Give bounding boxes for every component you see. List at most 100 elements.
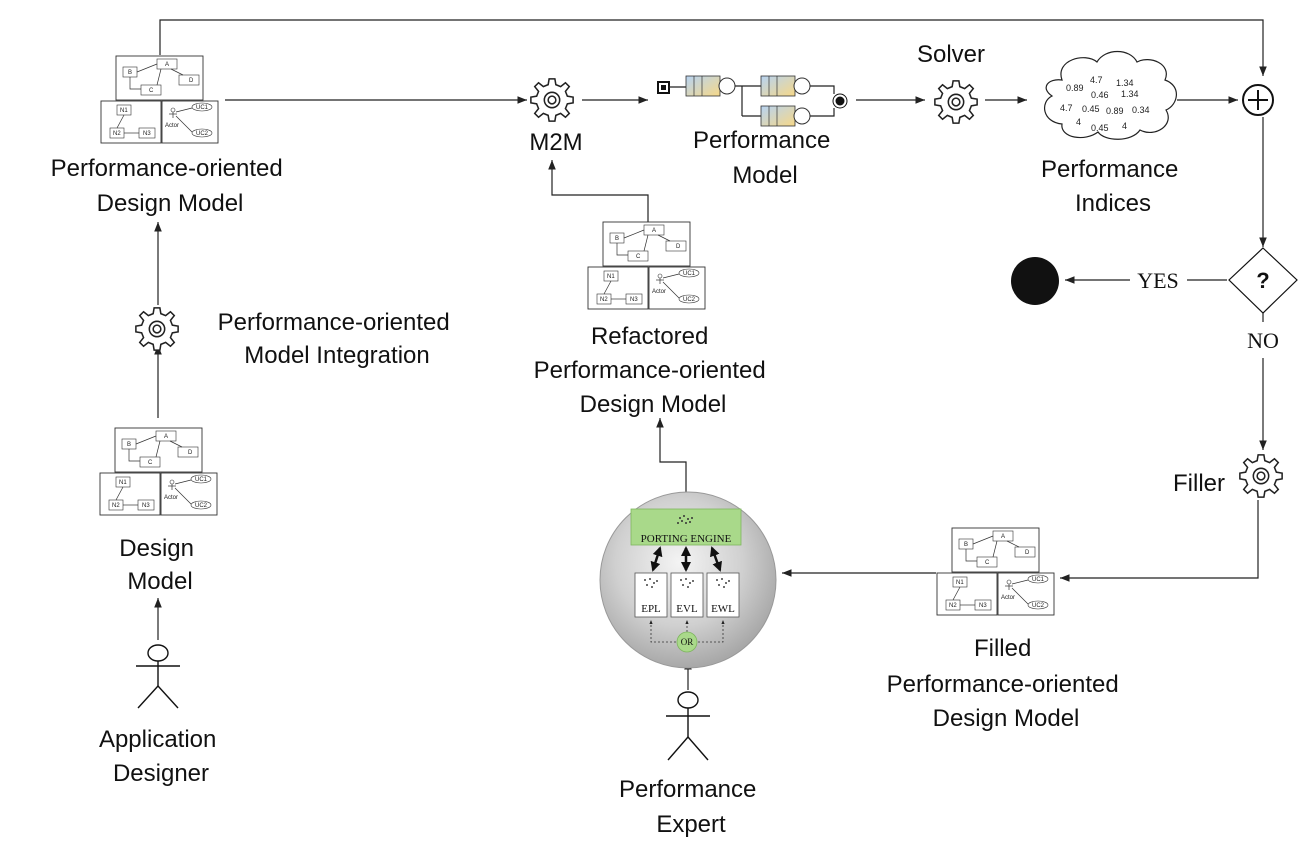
svg-text:0.89: 0.89: [1106, 106, 1124, 116]
svg-text:B: B: [964, 542, 968, 548]
uml-mini-model: B A C D N1 N2 N3 Actor UC1: [99, 427, 218, 516]
perf-expert-label: Performance Expert: [619, 776, 763, 838]
filler-label: Filler: [1173, 470, 1225, 497]
svg-text:D: D: [676, 244, 681, 250]
uml-mini-model: B A C D N1 N2 N3 Actor UC1: [936, 527, 1055, 616]
end-node: [1011, 257, 1059, 305]
svg-text:B: B: [127, 442, 131, 448]
svg-text:D: D: [1025, 550, 1030, 556]
arrow-to-refactored: [656, 418, 687, 496]
epl-label: EPL: [641, 603, 661, 615]
svg-text:N3: N3: [143, 131, 151, 137]
performance-indices-label: Performance Indices: [1041, 156, 1185, 217]
no-label: NO: [1247, 328, 1279, 353]
svg-text:C: C: [149, 88, 154, 94]
perf-design-model-label: Performance-oriented Design Model: [51, 155, 290, 217]
solver-gear-icon: [934, 80, 978, 124]
svg-text:UC1: UC1: [683, 271, 696, 277]
solver-label: Solver: [917, 41, 985, 68]
uml-mini-model: B A C D N1 N2 N3 Actor UC1: [100, 55, 219, 144]
m2m-gear-icon: [530, 78, 574, 122]
performance-indices-cloud: 0.89 4.7 1.34 0.46 1.34 4.7 0.45 0.89 0.…: [1044, 50, 1177, 140]
svg-text:A: A: [164, 434, 168, 440]
engine-title: PORTING ENGINE: [641, 533, 732, 545]
svg-text:Actor: Actor: [652, 289, 666, 295]
arrow-to-filled-model: [1060, 500, 1259, 582]
svg-text:4.7: 4.7: [1090, 75, 1103, 85]
decision-diamond: ?: [1228, 247, 1298, 314]
svg-text:N1: N1: [119, 480, 127, 486]
svg-text:UC2: UC2: [196, 131, 209, 137]
refactored-model-label: Refactored Performance-oriented Design M…: [534, 323, 773, 418]
model-integration-label: Performance-oriented Model Integration: [218, 309, 457, 369]
svg-text:1.34: 1.34: [1121, 89, 1139, 99]
svg-text:N3: N3: [142, 503, 150, 509]
svg-text:0.46: 0.46: [1091, 90, 1109, 100]
or-label: OR: [681, 637, 694, 647]
svg-text:B: B: [615, 236, 619, 242]
svg-text:1.34: 1.34: [1116, 78, 1134, 88]
svg-text:0.45: 0.45: [1091, 123, 1109, 133]
svg-text:D: D: [189, 78, 194, 84]
evl-cluster-icon: [680, 578, 694, 588]
evl-label: EVL: [676, 603, 698, 615]
svg-text:Actor: Actor: [165, 123, 179, 129]
svg-text:UC2: UC2: [195, 503, 208, 509]
svg-text:UC2: UC2: [1032, 603, 1045, 609]
svg-text:4: 4: [1076, 117, 1081, 127]
mini-model-design: B A C D N1 N2 N3 Actor UC1: [99, 427, 218, 516]
perf-expert-actor-icon: [666, 691, 710, 761]
svg-text:B: B: [128, 70, 132, 76]
svg-text:0.34: 0.34: [1132, 105, 1150, 115]
svg-text:N1: N1: [120, 108, 128, 114]
mini-model-perf-design: B A C D N1 N2 N3 Actor UC1: [100, 55, 219, 144]
svg-text:0.89: 0.89: [1066, 83, 1084, 93]
merge-plus-icon: [1242, 84, 1274, 116]
arrow-refactored-to-m2m: [548, 160, 649, 222]
ewl-cluster-icon: [716, 578, 730, 588]
svg-text:UC2: UC2: [683, 297, 696, 303]
svg-text:N2: N2: [113, 131, 121, 137]
design-model-label: Design Model: [119, 535, 200, 595]
svg-text:N1: N1: [607, 274, 615, 280]
svg-text:A: A: [165, 62, 169, 68]
mini-model-refactored: B A C D N1 N2 N3 Actor UC1: [587, 221, 706, 310]
svg-text:D: D: [188, 450, 193, 456]
svg-text:N1: N1: [956, 580, 964, 586]
svg-text:Actor: Actor: [1001, 595, 1015, 601]
connectors: [154, 19, 1267, 690]
svg-text:4: 4: [1122, 121, 1127, 131]
ewl-label: EWL: [711, 603, 735, 615]
uml-mini-model: B A C D N1 N2 N3 Actor UC1: [587, 221, 706, 310]
svg-text:A: A: [652, 228, 656, 234]
epl-cluster-icon: [644, 578, 658, 588]
decision-symbol: ?: [1256, 268, 1269, 293]
yes-label: YES: [1137, 268, 1179, 293]
svg-text:UC1: UC1: [196, 105, 209, 111]
svg-text:N2: N2: [949, 603, 957, 609]
svg-text:4.7: 4.7: [1060, 103, 1073, 113]
svg-text:C: C: [636, 254, 641, 260]
integration-gear-icon: [135, 307, 179, 351]
filled-model-label: Filled Performance-oriented Design Model: [887, 635, 1126, 732]
m2m-label: M2M: [529, 129, 582, 156]
app-designer-label: Application Designer: [99, 726, 223, 787]
svg-text:N2: N2: [600, 297, 608, 303]
engine-cluster-icon: [677, 515, 693, 524]
svg-text:UC1: UC1: [195, 477, 208, 483]
svg-text:0.45: 0.45: [1082, 104, 1100, 114]
svg-text:C: C: [985, 560, 990, 566]
mini-model-filled: B A C D N1 N2 N3 Actor UC1: [936, 527, 1055, 616]
svg-text:UC1: UC1: [1032, 577, 1045, 583]
svg-text:A: A: [1001, 534, 1005, 540]
svg-text:N2: N2: [112, 503, 120, 509]
porting-engine: PORTING ENGINE EPL EVL EWL OR: [599, 491, 777, 669]
app-designer-actor-icon: [136, 644, 180, 709]
top-feedback-arrow: [159, 19, 1267, 76]
svg-text:N3: N3: [979, 603, 987, 609]
svg-text:Actor: Actor: [164, 495, 178, 501]
svg-text:C: C: [148, 460, 153, 466]
svg-text:N3: N3: [630, 297, 638, 303]
queueing-network-icon: [657, 75, 848, 127]
